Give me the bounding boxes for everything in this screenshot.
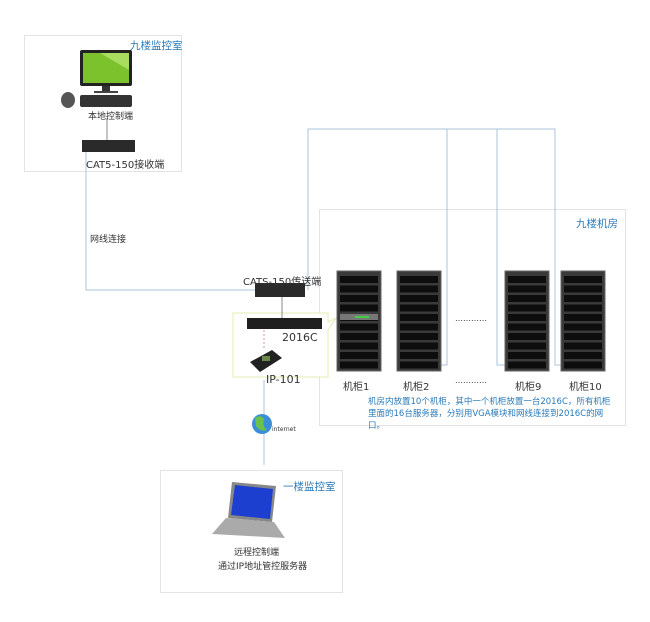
switch-label: 2016C <box>282 331 318 344</box>
mouse-icon <box>61 92 75 108</box>
rack-ellipsis: ………… <box>455 314 487 323</box>
laptop-icon <box>212 482 285 538</box>
first-monitor-room-box <box>160 470 343 593</box>
ninth-monitor-room-box <box>24 35 182 172</box>
remote-control-label: 远程控制端 <box>234 548 280 558</box>
server-rack-icon <box>336 270 382 372</box>
transmitter-device-icon <box>255 283 305 297</box>
server-rack-icon <box>396 270 442 372</box>
rack-label: 机柜10 <box>569 382 602 393</box>
keyboard-icon <box>80 95 132 107</box>
rack-label: 机柜2 <box>403 382 430 393</box>
ninth-monitor-room-title: 九楼监控室 <box>130 40 183 52</box>
rack-label: 机柜9 <box>515 382 542 393</box>
internet-label: internet <box>272 426 296 433</box>
transmitter-label: CATS-150传送端 <box>243 277 322 288</box>
receiver-label: CAT5-150接收端 <box>86 160 165 171</box>
local-control-label: 本地控制端 <box>88 112 134 122</box>
first-monitor-room-title: 一楼监控室 <box>283 481 336 493</box>
server-rack-icon <box>560 270 606 372</box>
server-rack-icon <box>504 270 550 372</box>
remote-control-sub: 通过IP地址管控服务器 <box>218 562 308 572</box>
ip-101-board-icon <box>250 350 282 372</box>
server-room-title: 九楼机房 <box>576 218 618 230</box>
ip-101-label: IP-101 <box>266 373 301 386</box>
server-room-note: 机房内放置10个机柜，其中一个机柜放置一台2016C，所有机柜里面的16台服务器… <box>368 397 611 431</box>
globe-icon <box>252 414 272 434</box>
cable-label: 网线连接 <box>90 235 127 245</box>
monitor-icon <box>80 50 132 93</box>
rack-label: 机柜1 <box>343 382 370 393</box>
kvm-switch-2016c-icon <box>247 318 322 329</box>
rack-ellipsis: ………… <box>455 376 487 385</box>
receiver-device-icon <box>82 140 135 152</box>
